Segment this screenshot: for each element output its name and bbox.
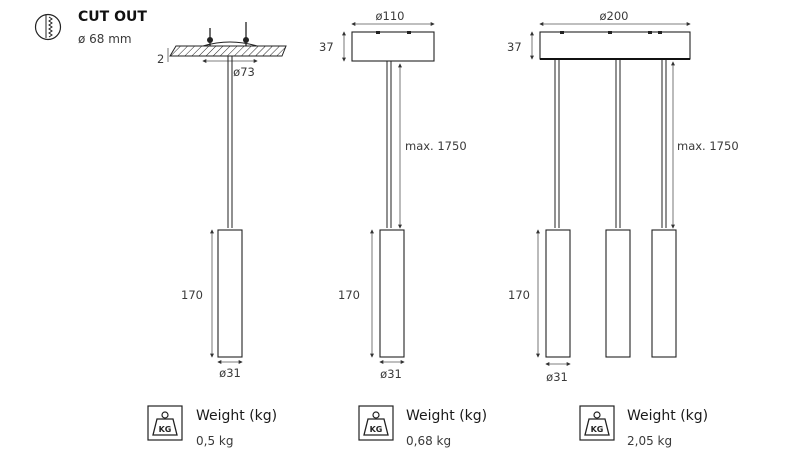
- variant2-max-length: max. 1750: [405, 139, 467, 153]
- variant2-canopy-width: ø110: [376, 9, 405, 23]
- variant1-plate-thickness: 2: [157, 52, 164, 66]
- kg-weight-icon: KG: [358, 405, 394, 441]
- variant1-canopy-diameter: ø73: [233, 65, 255, 79]
- kg-text: KG: [370, 425, 383, 434]
- variant2-canopy-height: 37: [319, 40, 334, 54]
- variant1-body-diameter: ø31: [219, 366, 241, 380]
- variant3-max-length: max. 1750: [677, 139, 739, 153]
- variant1-weight-label: Weight (kg): [196, 408, 277, 424]
- variant3-body-diameter: ø31: [546, 370, 568, 384]
- variant1-weight-value: 0,5 kg: [196, 434, 233, 448]
- variant3-weight-value: 2,05 kg: [627, 434, 672, 448]
- kg-text: KG: [159, 425, 172, 434]
- variant3-canopy-height: 37: [507, 40, 522, 54]
- variant2-weight-label: Weight (kg): [406, 408, 487, 424]
- variant3-drawing: [530, 22, 691, 366]
- kg-text: KG: [591, 425, 604, 434]
- variant2-body-height: 170: [338, 288, 360, 302]
- variant3-canopy-width: ø200: [600, 9, 629, 23]
- cutout-diameter: ø 68 mm: [78, 32, 132, 46]
- cutout-saw-icon: [34, 13, 62, 41]
- variant2-weight-value: 0,68 kg: [406, 434, 451, 448]
- variant2-body-diameter: ø31: [380, 367, 402, 381]
- variant1-body-height: 170: [181, 288, 203, 302]
- cutout-title: CUT OUT: [78, 9, 147, 25]
- variant3-body-height: 170: [508, 288, 530, 302]
- variant1-drawing: [167, 22, 287, 364]
- kg-weight-icon: KG: [579, 405, 615, 441]
- variant3-weight-label: Weight (kg): [627, 408, 708, 424]
- kg-weight-icon: KG: [147, 405, 183, 441]
- variant2-drawing: [342, 22, 435, 364]
